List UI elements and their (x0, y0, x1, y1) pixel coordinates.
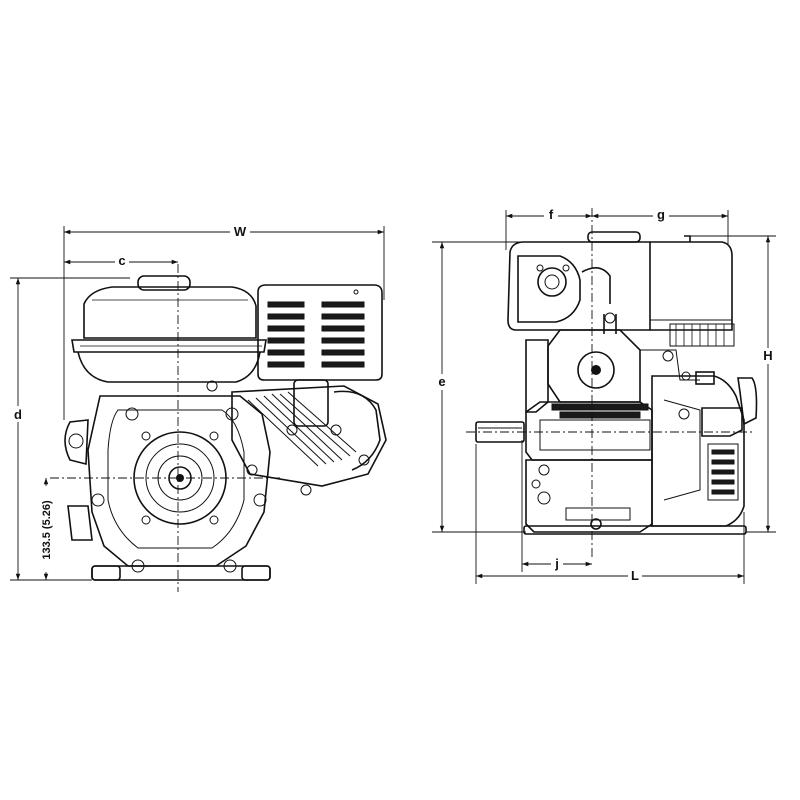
side-crankcase (525, 339, 653, 533)
air-cleaner-louvers (267, 301, 365, 368)
front-view-dimensions: W c d 133.5 (5.26) (10, 224, 385, 581)
side-view (466, 208, 758, 560)
dimension-j-label: j (554, 556, 559, 571)
dimension-d-label: d (14, 407, 22, 422)
dimension-e-label: e (438, 374, 445, 389)
crankcase (64, 395, 271, 573)
dimension-H-label: H (763, 348, 772, 363)
side-air-cleaner (650, 235, 735, 347)
front-view (50, 264, 387, 592)
carburetor (547, 312, 715, 403)
fuel-tank (71, 275, 267, 383)
dimension-c-label: c (118, 253, 125, 268)
dimension-f-label: f (549, 207, 554, 222)
engine-base (91, 565, 271, 581)
recoil-starter (651, 375, 758, 527)
air-cleaner (257, 284, 383, 381)
cylinder-head (206, 379, 387, 496)
side-base (523, 525, 747, 535)
dimension-W-label: W (234, 224, 247, 239)
dimension-g-label: g (657, 207, 665, 222)
dimension-base-height-label: 133.5 (5.26) (41, 500, 53, 560)
side-fuel-tank (507, 231, 651, 331)
dimension-L-label: L (631, 568, 639, 583)
side-view-dimensions: f g e H j L (432, 207, 776, 584)
